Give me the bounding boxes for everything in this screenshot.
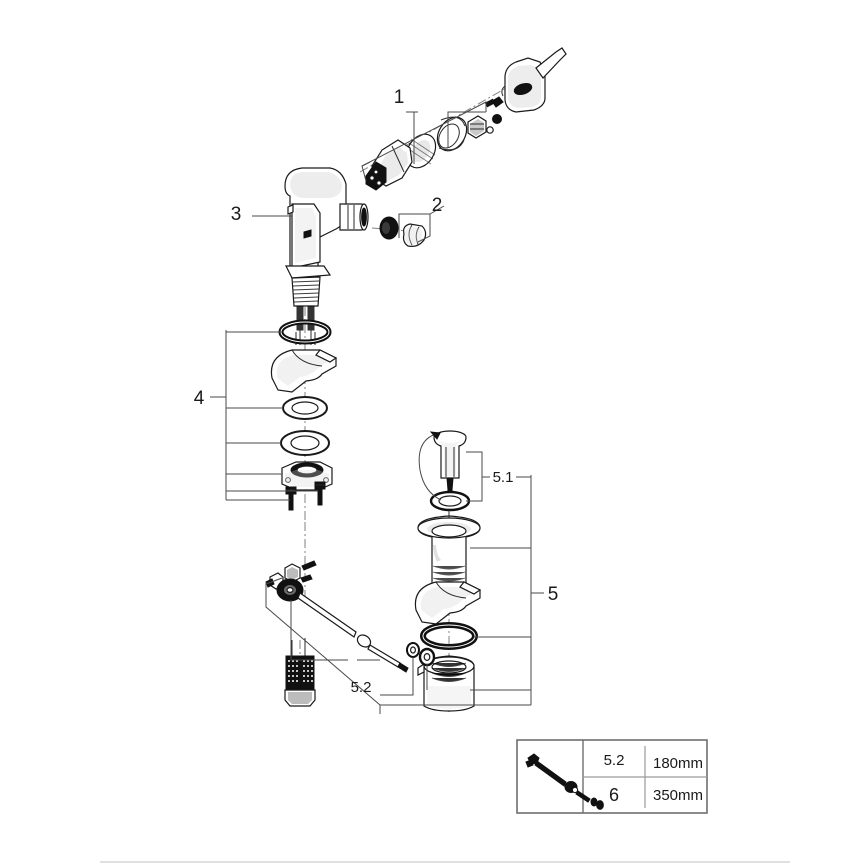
part-shaped-saddle xyxy=(270,349,338,393)
callout-5-2-bracket xyxy=(265,577,428,714)
part-pop-up-plug xyxy=(433,430,467,497)
group-3-mixer-body xyxy=(252,167,369,345)
callout-label-5: 5 xyxy=(548,584,559,605)
callout-label-5-2: 5.2 xyxy=(351,679,372,696)
group-5-waste-set xyxy=(380,475,544,712)
part-washer-upper xyxy=(282,396,328,420)
part-washer-lower xyxy=(280,430,330,456)
part-spout-outlet xyxy=(339,203,369,231)
legend-dim-0: 180mm xyxy=(653,755,703,772)
part-pull-rod xyxy=(297,592,409,673)
part-aerator-key xyxy=(402,223,427,247)
part-cap-ring xyxy=(436,116,468,152)
group-4-mounting-hardware xyxy=(210,319,338,511)
part-grub-screw xyxy=(484,96,504,108)
part-threaded-shank xyxy=(291,276,321,307)
part-knurled-insert xyxy=(284,638,316,707)
legend-ref-0: 5.2 xyxy=(604,752,625,769)
callout-label-4: 4 xyxy=(194,388,205,409)
part-plug-seal xyxy=(429,490,471,512)
part-waste-o-ring xyxy=(420,622,478,650)
dimension-legend-table: 5.2 180mm 6 350mm xyxy=(516,739,708,814)
part-ball-joint xyxy=(276,578,304,602)
callout-label-5-1: 5.1 xyxy=(493,469,514,486)
legend-dim-1: 350mm xyxy=(653,787,703,804)
part-waste-flange xyxy=(417,510,481,590)
group-5-1-plug xyxy=(418,430,531,512)
part-waste-saddle xyxy=(414,581,482,625)
part-handle-lever xyxy=(501,47,567,113)
callout-label-2: 2 xyxy=(432,195,443,216)
legend-ref-1: 6 xyxy=(609,785,619,805)
group-5-2-pull-rod xyxy=(265,560,436,714)
legend-rod-thumbnail xyxy=(525,753,604,810)
callout-1-bracket xyxy=(361,101,487,182)
part-mounting-screws xyxy=(285,481,326,511)
group-1-cartridge-assembly xyxy=(361,47,567,191)
group-2-aerator xyxy=(379,205,445,247)
callout-4-bracket xyxy=(210,330,318,501)
callout-5-1-bracket xyxy=(466,451,531,502)
callout-labels: 1 2 3 4 5 5.1 5.2 xyxy=(194,87,559,696)
callout-label-3: 3 xyxy=(231,204,242,225)
part-bush xyxy=(467,115,487,139)
callout-label-1: 1 xyxy=(394,87,405,108)
part-ball-bearings xyxy=(486,114,502,134)
part-cartridge xyxy=(365,139,413,191)
callout-5-bracket xyxy=(380,475,544,706)
part-waste-tailpiece xyxy=(417,655,475,712)
